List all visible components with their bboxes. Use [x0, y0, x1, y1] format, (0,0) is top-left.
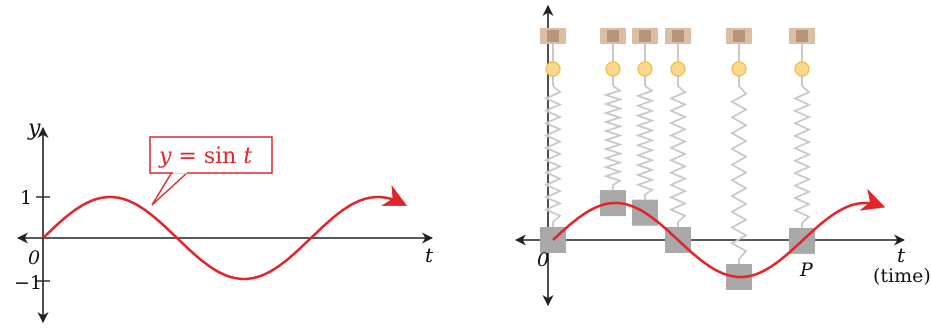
- left-tick-neg-label: −1: [14, 272, 42, 294]
- right-graph: 0 t (time) P: [516, 6, 931, 305]
- callout-arg: t: [243, 144, 252, 169]
- spring-2: [600, 28, 626, 216]
- spring-bead: [671, 62, 685, 76]
- left-x-axis-label: t: [425, 243, 434, 267]
- spring-bead: [795, 62, 809, 76]
- spring-coil: [732, 86, 746, 264]
- spring-mount-center: [639, 30, 651, 42]
- spring-coil: [606, 86, 620, 190]
- spring-group: [540, 28, 815, 290]
- spring-bead: [606, 62, 620, 76]
- spring-mount-center: [547, 30, 559, 42]
- spring-4: [665, 28, 691, 253]
- left-y-axis-label: y: [27, 116, 41, 141]
- spring-coil: [671, 86, 685, 227]
- spring-3: [632, 28, 658, 226]
- callout-eq: = sin: [171, 144, 243, 169]
- spring-bead: [638, 62, 652, 76]
- callout-var: y: [158, 144, 172, 169]
- left-tick-pos-label: 1: [20, 187, 32, 209]
- spring-coil: [638, 86, 652, 200]
- spring-mount-center: [733, 30, 745, 42]
- right-x-axis-label: t: [897, 243, 906, 267]
- spring-6: [789, 28, 815, 254]
- callout-pointer: [152, 172, 188, 205]
- point-p-label: P: [799, 259, 814, 281]
- right-x-axis-unit: (time): [873, 265, 931, 287]
- spring-bead: [732, 62, 746, 76]
- spring-mount-center: [672, 30, 684, 42]
- callout-label: y = sin t: [158, 144, 252, 169]
- spring-mount-center: [607, 30, 619, 42]
- spring-coil: [795, 86, 809, 228]
- left-graph: y t 0 1 −1 y = sin t: [14, 116, 434, 322]
- spring-5: [726, 28, 752, 290]
- left-origin-label: 0: [28, 247, 40, 269]
- spring-mount-center: [796, 30, 808, 42]
- right-origin-label: 0: [537, 249, 549, 271]
- spring-bead: [546, 62, 560, 76]
- spring-1: [540, 28, 566, 253]
